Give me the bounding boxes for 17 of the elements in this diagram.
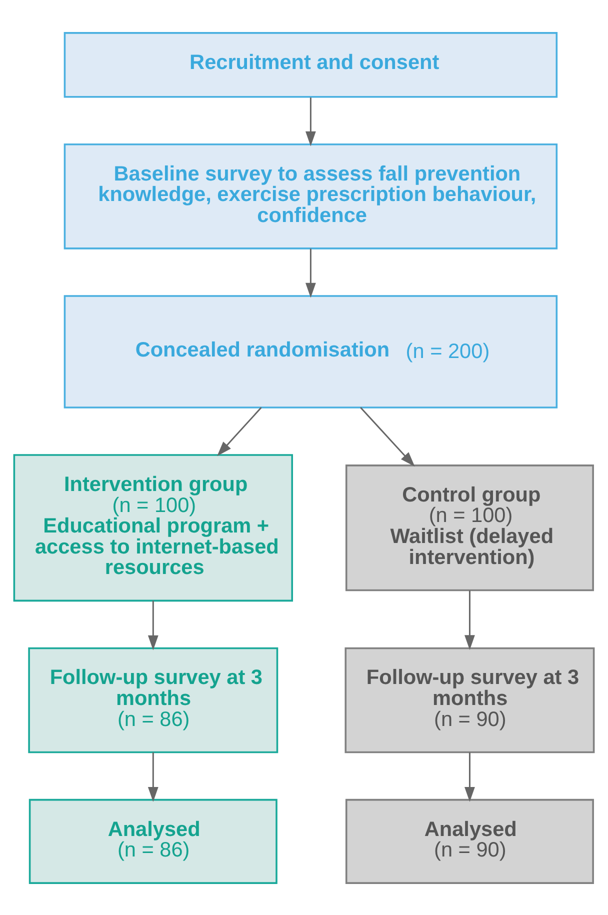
node-box: Analysed (n = 86) [28,798,278,884]
arrow [464,590,475,650]
arrow [148,752,158,802]
node-box: Follow-up survey at 3 months (n = 90) [344,646,595,753]
node-box: Control group (n = 100) Waitlist (delayed intervention) [345,464,594,591]
node-box: Follow-up survey at 3 months (n = 86) [28,646,278,753]
arrow [305,97,316,146]
node-box: Intervention group (n = 100) Educational program + access to internet-based resources [13,454,293,602]
node-box: Baseline survey to assess fall prevention knowledge, exercise prescription behaviour, confidence [64,143,558,249]
node-box: Recruitment and consent [64,32,558,98]
arrow [360,406,415,466]
arrow [305,248,316,298]
arrow [148,600,158,650]
arrow [217,406,262,456]
node-box: Concealed randomisation (n = 200) [64,294,558,408]
node-box: Analysed (n = 90) [345,798,594,884]
arrow [464,752,475,802]
